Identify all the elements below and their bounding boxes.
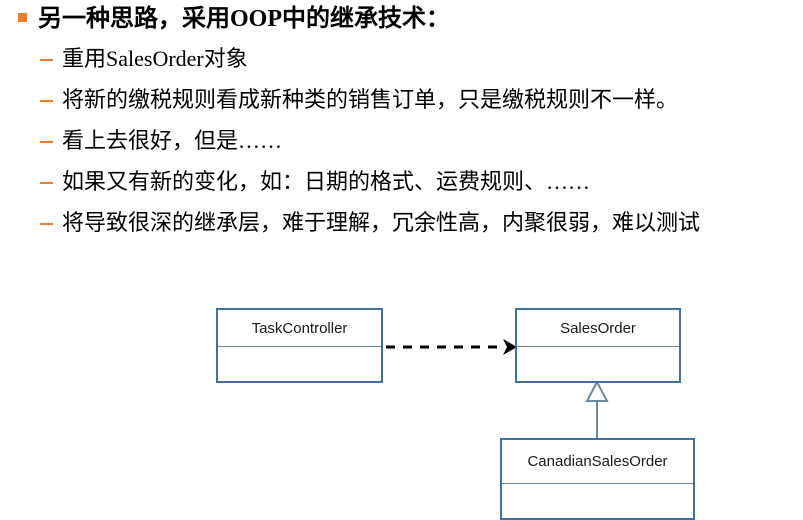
- bullet-level2-label: 将新的缴税规则看成新种类的销售订单，只是缴税规则不一样。: [62, 87, 679, 112]
- slide-body-text: 另一种思路，采用OOP中的继承技术： 重用SalesOrder对象 将新的缴税规…: [0, 0, 803, 243]
- bullet-level2-5: 将导致很深的继承层，难于理解，冗余性高，内聚很弱，难以测试: [0, 202, 803, 243]
- bullet-level2-label: 重用SalesOrder对象: [62, 46, 248, 71]
- uml-attributes-compartment: [517, 347, 679, 381]
- uml-class-name-label: SalesOrder: [517, 310, 679, 347]
- uml-attributes-compartment: [502, 484, 693, 518]
- bullet-level2-label: 将导致很深的继承层，难于理解，冗余性高，内聚很弱，难以测试: [62, 210, 701, 235]
- bullet-level2-4: 如果又有新的变化，如：日期的格式、运费规则、……: [0, 161, 803, 202]
- orange-square-bullet-icon: [18, 13, 27, 22]
- orange-dash-bullet-icon: [40, 182, 53, 184]
- bullet-level2-2: 将新的缴税规则看成新种类的销售订单，只是缴税规则不一样。: [0, 79, 803, 120]
- bullet-level2-3: 看上去很好，但是……: [0, 120, 803, 161]
- bullet-level1: 另一种思路，采用OOP中的继承技术：: [0, 0, 803, 38]
- orange-dash-bullet-icon: [40, 141, 53, 143]
- uml-class-salesorder[interactable]: SalesOrder: [515, 308, 681, 383]
- generalization-hollow-triangle-icon: [585, 379, 609, 402]
- orange-dash-bullet-icon: [40, 223, 53, 225]
- bullet-level2-label: 看上去很好，但是……: [62, 128, 283, 153]
- uml-class-taskcontroller[interactable]: TaskController: [216, 308, 383, 383]
- uml-class-canadiansalesorder[interactable]: CanadianSalesOrder: [500, 438, 695, 520]
- uml-class-name-label: TaskController: [218, 310, 381, 347]
- orange-dash-bullet-icon: [40, 100, 53, 102]
- uml-class-name-label: CanadianSalesOrder: [502, 440, 693, 484]
- bullet-level2-1: 重用SalesOrder对象: [0, 38, 803, 79]
- bullet-level1-label: 另一种思路，采用OOP中的继承技术：: [38, 6, 450, 32]
- uml-attributes-compartment: [218, 347, 381, 381]
- bullet-level2-label: 如果又有新的变化，如：日期的格式、运费规则、……: [62, 169, 591, 194]
- orange-dash-bullet-icon: [40, 59, 53, 61]
